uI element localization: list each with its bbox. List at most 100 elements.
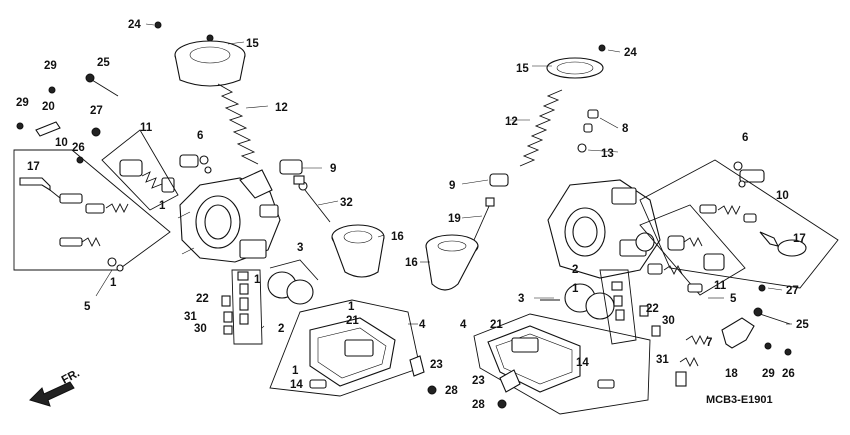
callout: 5 <box>730 293 737 305</box>
callout: 30 <box>194 323 207 335</box>
callout: 9 <box>330 163 336 175</box>
spring-right <box>519 89 563 167</box>
callout: 31 <box>184 311 197 323</box>
callout: 31 <box>656 354 669 366</box>
callout: 5 <box>84 301 91 313</box>
callout: 22 <box>196 293 209 305</box>
callout: 7 <box>706 337 712 349</box>
callout: 23 <box>472 375 485 387</box>
callout: 32 <box>340 197 353 209</box>
direction-label: FR. <box>60 367 82 386</box>
callout: 12 <box>275 102 288 114</box>
bolt-25-left <box>85 73 119 97</box>
jet-set-left <box>221 269 263 345</box>
callout: 20 <box>42 101 55 113</box>
bracket-20 <box>16 86 61 137</box>
bolts-right <box>753 284 792 356</box>
callout: 26 <box>782 368 795 380</box>
callout: 21 <box>346 315 359 327</box>
callout: 1 <box>254 274 261 286</box>
callout: 3 <box>297 242 303 254</box>
pump-left <box>267 259 319 305</box>
callout: 1 <box>348 301 355 313</box>
callout: 4 <box>460 319 467 331</box>
callout: 17 <box>793 233 806 245</box>
top-cover-right <box>546 44 606 79</box>
callout: 11 <box>140 122 153 134</box>
jet-needle-left <box>298 181 331 223</box>
callout: 17 <box>27 161 40 173</box>
needle-holder-right <box>473 173 509 241</box>
callout: 23 <box>430 359 443 371</box>
jet-set-right <box>599 269 661 345</box>
callout: 28 <box>472 399 485 411</box>
callout: 9 <box>449 180 455 192</box>
callout: 16 <box>405 257 418 269</box>
parts-8-right <box>577 109 599 153</box>
top-cover-left <box>174 34 246 87</box>
callout: 15 <box>246 38 259 50</box>
callout: 2 <box>278 323 284 335</box>
callout: 15 <box>516 63 529 75</box>
bracket-18 <box>721 317 755 349</box>
callout: 3 <box>518 293 524 305</box>
float-chamber-right <box>473 313 651 415</box>
screw-set-right <box>639 159 839 293</box>
callout: 8 <box>622 123 629 135</box>
diagram-code: MCB3-E1901 <box>706 394 773 406</box>
callout: 10 <box>776 190 789 202</box>
callout: 14 <box>576 357 589 369</box>
bypass-right <box>733 161 765 188</box>
callout: 1 <box>292 365 299 377</box>
insulator-right <box>425 234 479 291</box>
callout: 2 <box>572 264 578 276</box>
screw-24-right <box>154 21 162 29</box>
pipe-right <box>759 231 807 257</box>
callout: 27 <box>90 105 103 117</box>
callout: 27 <box>786 285 799 297</box>
callout: 29 <box>762 368 775 380</box>
front-direction-arrow: FR. <box>29 367 82 407</box>
callout: 10 <box>55 137 68 149</box>
callout: 1 <box>159 200 166 212</box>
callout: 6 <box>742 132 748 144</box>
callout: 12 <box>505 116 518 128</box>
float-chamber-left <box>269 299 437 397</box>
callout: 24 <box>128 19 141 31</box>
callout: 1 <box>572 283 579 295</box>
callout: 25 <box>97 57 110 69</box>
callout: 19 <box>448 213 461 225</box>
screw-set-left <box>13 149 171 272</box>
air-cutoff-valve-left <box>101 129 179 211</box>
callout: 29 <box>44 60 57 72</box>
pipe-left <box>19 177 83 204</box>
callout: 6 <box>197 130 203 142</box>
callout: 28 <box>445 385 458 397</box>
air-cutoff-valve-right <box>639 204 746 296</box>
bypass-left <box>179 154 212 174</box>
screw-27-left <box>76 127 101 164</box>
callout: 21 <box>490 319 503 331</box>
callout: 24 <box>624 47 637 59</box>
callout: 26 <box>72 142 85 154</box>
callout: 14 <box>290 379 303 391</box>
callout-numbers: 24 15 29 25 20 29 27 12 11 10 26 6 8 13 … <box>16 19 809 411</box>
callout: 18 <box>725 368 738 380</box>
insulator-left <box>331 224 385 278</box>
spring-left <box>217 83 259 165</box>
callout: 29 <box>16 97 29 109</box>
leader-lines <box>95 23 792 329</box>
carburetor-body-right <box>547 179 661 279</box>
callout: 1 <box>110 277 117 289</box>
callout: 4 <box>419 319 426 331</box>
callout: 11 <box>714 280 727 292</box>
carburetor-body-left <box>177 169 281 263</box>
callout: 16 <box>391 231 404 243</box>
needle-holder-left <box>279 159 305 185</box>
choke-parts-7 <box>675 334 709 387</box>
callout: 30 <box>662 315 675 327</box>
callout: 25 <box>796 319 809 331</box>
callout: 13 <box>601 148 614 160</box>
callout: 22 <box>646 303 659 315</box>
